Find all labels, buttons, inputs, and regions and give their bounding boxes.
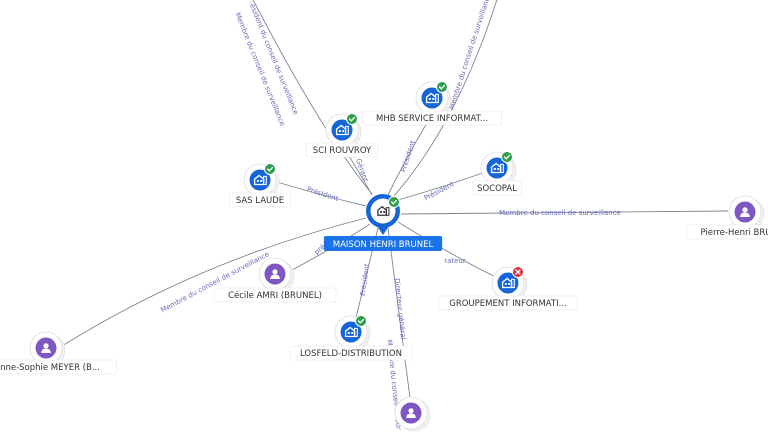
center-node[interactable]: MAISON HENRI BRUNEL (323, 194, 443, 251)
person-node-anne-sophie[interactable]: nne-Sophie MEYER (B... (0, 331, 117, 375)
edge-label-groupement: rateur (444, 257, 466, 265)
edge-label-sci-rouvroy: Gérant (354, 158, 370, 184)
center-pin-tip (377, 226, 389, 235)
edge-label-anne-sophie: Membre du conseil de surveillance (159, 250, 270, 314)
person-node-pierre-henri[interactable]: Pierre-Henri BRU (685, 195, 768, 240)
check-icon (388, 196, 400, 208)
graph-nodes: SCI ROUVROY MHB SERVICE INFORMAT... SOCOPA… (0, 81, 768, 432)
edge-line-socopal (397, 171, 486, 201)
sas-laude-label-bg (229, 192, 291, 208)
building-icon (344, 326, 358, 338)
person-icon (41, 343, 51, 353)
edge-line-sas-laude (276, 181, 367, 207)
edge-line-groupement (397, 221, 495, 277)
center-node-label: MAISON HENRI BRUNEL (333, 240, 434, 250)
building-icon (377, 205, 390, 216)
sci-rouvroy-label-bg (305, 142, 379, 158)
person-icon (406, 408, 416, 418)
company-node-mhb-service[interactable]: MHB SERVICE INFORMAT... (362, 81, 502, 126)
building-icon (335, 124, 349, 136)
sas-laude-label: SAS LAUDE (236, 196, 284, 206)
edge-label-pierre-henri: Membre du conseil de surveillance (499, 209, 621, 217)
person-node-bottom-person[interactable] (394, 396, 431, 432)
edge-label-bottom-person: Directeur général (393, 278, 407, 340)
losfeld-label-bg (289, 345, 413, 361)
mhb-service-label: MHB SERVICE INFORMAT... (376, 114, 488, 124)
person-icon (270, 269, 280, 279)
anne-sophie-label: nne-Sophie MEYER (B... (0, 363, 100, 373)
person-icon (740, 207, 750, 217)
person-node-cecile-amri[interactable]: Cécile AMRI (BRUNEL) (213, 257, 337, 303)
center-label-bg (323, 236, 443, 251)
cross-icon (512, 266, 524, 278)
company-node-socopal[interactable]: SOCOPAL (472, 151, 522, 196)
pierre-henri-label: Pierre-Henri BRU (700, 228, 768, 238)
cecile-amri-label-bg (213, 287, 337, 303)
losfeld-label: LOSFELD-DISTRIBUTION (300, 349, 402, 359)
building-icon (490, 162, 504, 174)
check-icon (346, 113, 358, 125)
building-icon (501, 277, 515, 289)
company-node-losfeld[interactable]: LOSFELD-DISTRIBUTION (289, 315, 413, 361)
sci-rouvroy-label: SCI ROUVROY (313, 146, 372, 156)
company-node-sas-laude[interactable]: SAS LAUDE (229, 163, 291, 208)
check-icon (436, 81, 448, 93)
socopal-label: SOCOPAL (477, 184, 517, 194)
pierre-henri-label-bg (685, 224, 768, 240)
anne-sophie-label-bg (0, 359, 117, 375)
company-node-groupement[interactable]: GROUPEMENT INFORMATI... (438, 266, 578, 311)
edge-line-top-right (393, 0, 498, 197)
building-icon (253, 174, 267, 186)
edge-label-top-right: Membre du conseil de surveillance (447, 0, 492, 110)
center-node-group: MAISON HENRI BRUNEL (323, 194, 443, 251)
check-icon (355, 315, 367, 327)
edge-label-losfeld: Président (359, 263, 372, 297)
socopal-label-bg (472, 180, 522, 196)
check-icon (501, 151, 513, 163)
cecile-amri-label: Cécile AMRI (BRUNEL) (228, 290, 322, 301)
edge-line-anne-sophie (61, 217, 367, 347)
groupement-label-bg (438, 295, 578, 311)
check-icon (264, 163, 276, 175)
company-node-sci-rouvroy[interactable]: SCI ROUVROY (305, 113, 379, 158)
edge-line-pierre-henri (400, 210, 729, 215)
mhb-service-label-bg (362, 110, 502, 126)
edge-line-top-left (252, 0, 373, 195)
edge-label-sas-laude: Président (306, 185, 340, 203)
building-icon (425, 92, 439, 104)
edge-label-mhb-service: Président (399, 139, 417, 173)
groupement-label: GROUPEMENT INFORMATI... (449, 299, 567, 309)
